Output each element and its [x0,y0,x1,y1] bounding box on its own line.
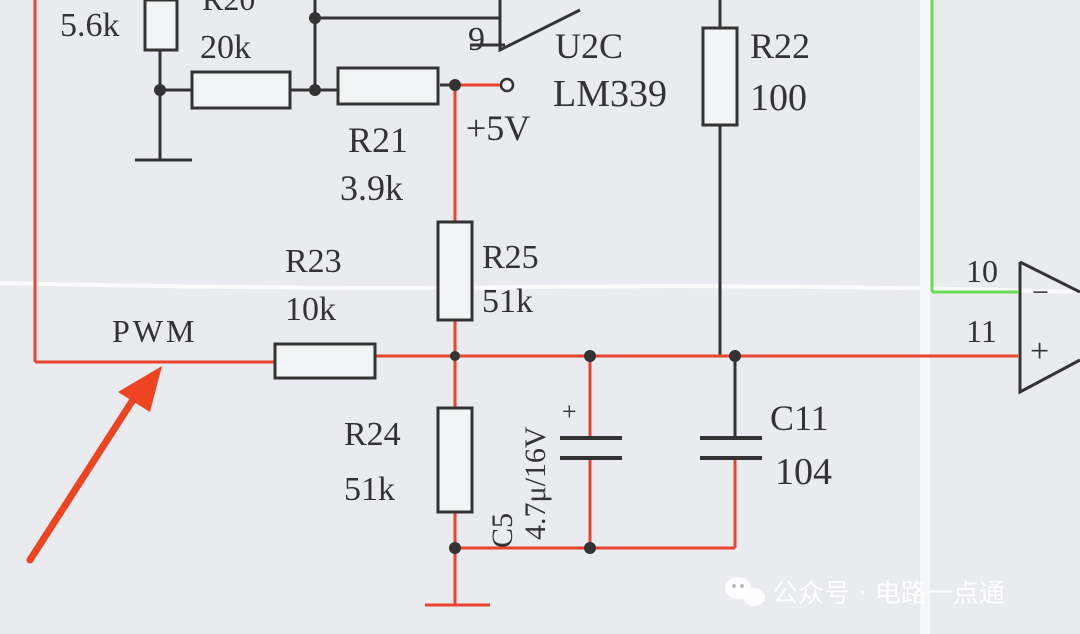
label-opamp-plus: + [1030,333,1049,370]
label-r25-name: R25 [482,239,539,276]
capacitor-c11 [700,436,762,460]
comparator-right [1018,260,1080,395]
watermark-text: 公众号 · 电路一点通 [772,579,1005,609]
label-u2c-part: LM339 [553,73,667,115]
label-opamp-minus: − [1032,276,1049,309]
label-r24-name: R24 [344,416,401,453]
comparator-u2c [498,0,581,53]
vcc-terminal [499,77,515,93]
resistor-r20 [190,70,292,110]
wechat-icon [725,577,765,606]
label-pin11: 11 [966,313,997,349]
label-c5-value: 4.7μ/16V [519,426,552,540]
highlighted-pwm-net [33,0,1018,607]
label-pin9: 9 [468,21,485,58]
highlighted-feedback-net [930,0,1018,294]
label-r21-value: 3.9k [340,168,403,208]
junction-dots [154,12,741,554]
label-r22-value: 100 [750,77,807,119]
label-c11-name: C11 [770,398,829,438]
label-r24-value: 51k [344,471,395,508]
label-r21-name: R21 [348,120,408,160]
label-r-top-left-value: 5.6k [60,7,120,44]
label-vcc: +5V [466,108,530,148]
label-r22-name: R22 [750,26,810,66]
resistor-r22 [701,26,739,127]
label-r23-value: 10k [285,291,336,328]
resistor-r24 [436,406,474,514]
resistor-r21 [336,66,440,106]
watermark: 公众号 · 电路一点通 [725,577,1005,609]
resistor-top-left [143,0,179,52]
label-pwm: PWM [112,313,197,349]
label-r23-name: R23 [285,243,342,280]
paper-fold [0,281,1080,294]
label-r20-name: R20 [202,0,255,17]
label-c5-name: C5 [486,513,519,548]
label-pin10: 10 [966,253,998,289]
label-c11-value: 104 [775,451,832,493]
label-u2c-name: U2C [555,26,623,66]
page-edge [920,0,930,634]
resistor-r25 [436,220,474,322]
label-r20-value: 20k [200,29,251,66]
label-c5-plus: + [562,397,577,426]
label-r25-value: 51k [482,283,533,320]
pointer-arrow [26,366,162,564]
capacitor-c5 [560,436,622,460]
resistor-r23 [273,342,377,380]
